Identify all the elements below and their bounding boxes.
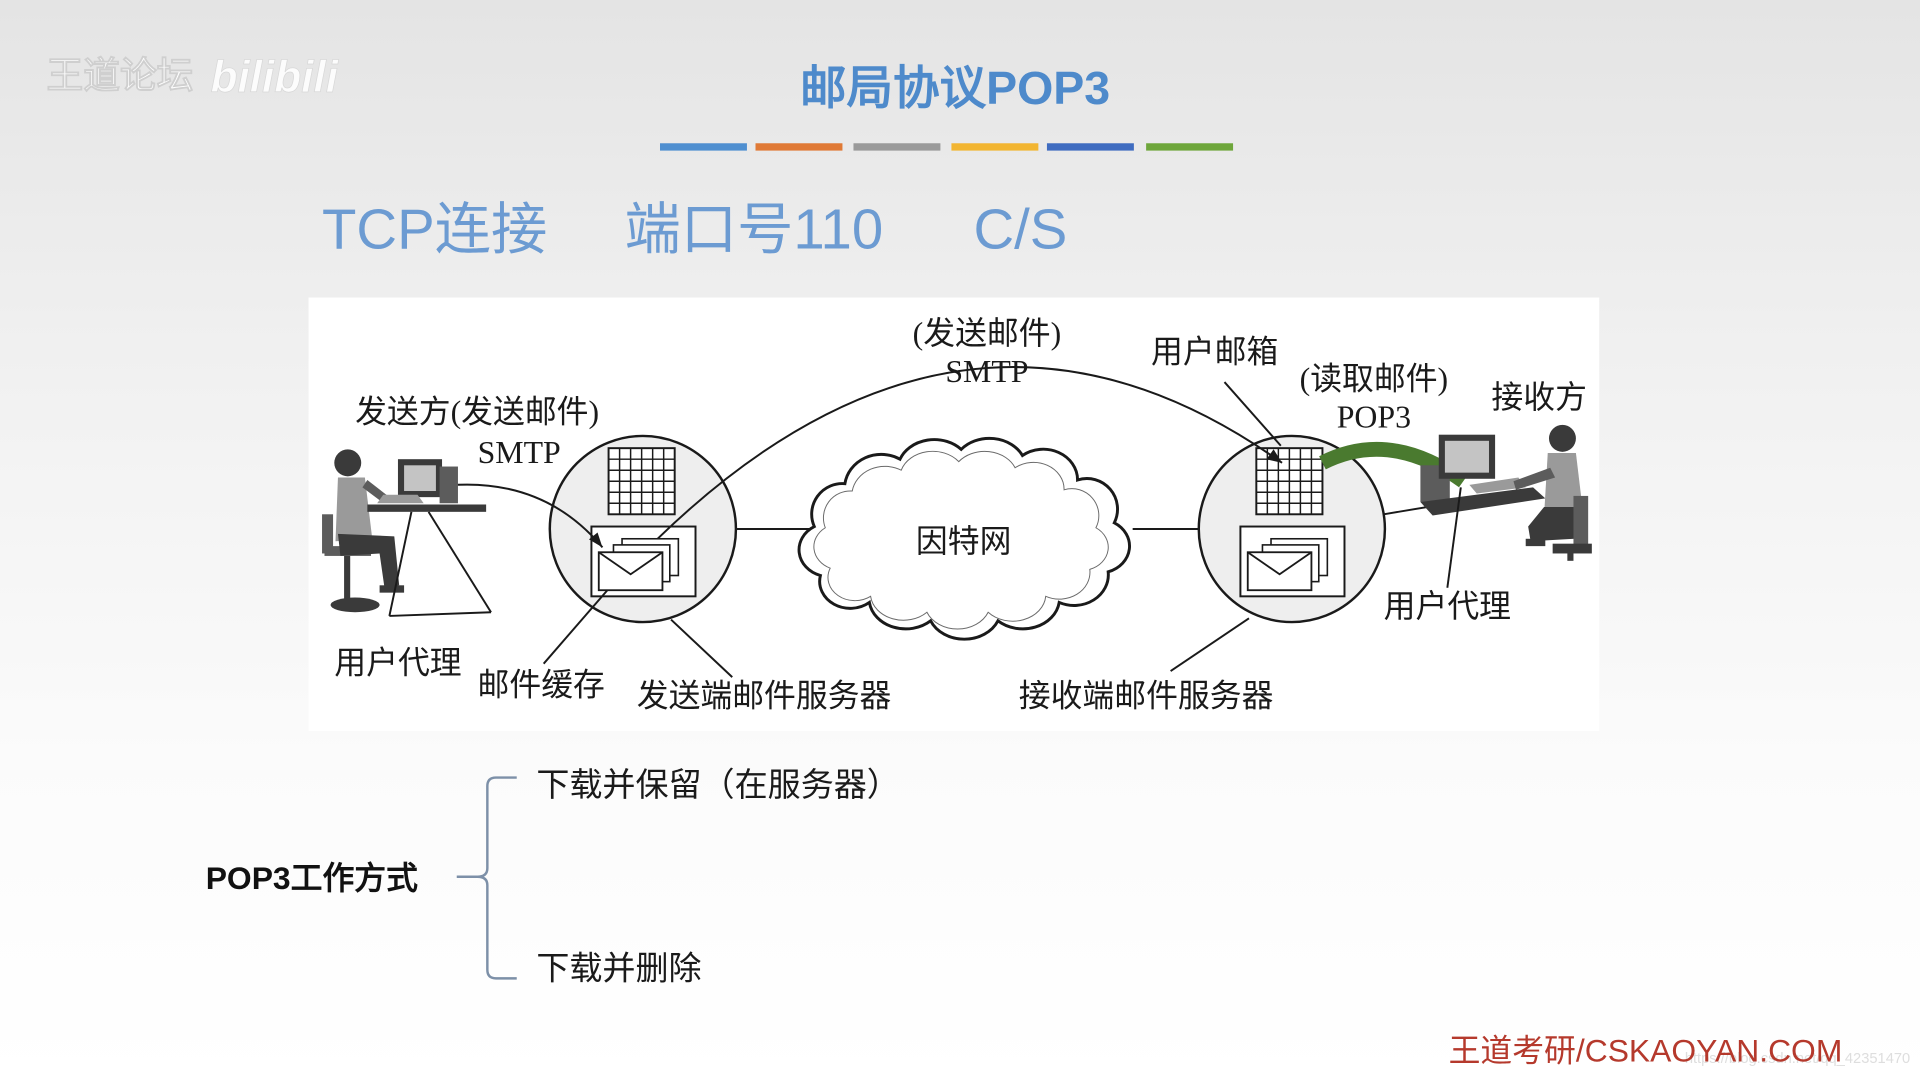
- title-bar-green: [1146, 143, 1234, 151]
- smtp-relay-arc: [656, 366, 1283, 540]
- footer-brand: 王道考研/CSKAOYAN.COM: [1449, 1033, 1843, 1069]
- receiver-label: 接收方: [1491, 380, 1587, 415]
- receiver-user-agent-label: 用户代理: [1384, 589, 1511, 624]
- internet-cloud-icon: [797, 436, 1131, 641]
- receiver-person: [1513, 424, 1584, 547]
- receiver-server-label: 接收端邮件服务器: [1019, 679, 1274, 714]
- internet-label: 因特网: [916, 524, 1012, 559]
- leader-mailbox: [1223, 381, 1282, 447]
- sender-label: 发送方(发送邮件): [355, 394, 599, 429]
- leader-sender-server: [670, 618, 733, 678]
- receiver-chair: [1552, 495, 1592, 561]
- title-bar-yellow: [951, 143, 1039, 151]
- curly-brace: [456, 776, 517, 980]
- leader-receiver-server: [1170, 617, 1250, 672]
- leader-mail-cache: [542, 589, 609, 665]
- receiver-mail-cache-icon: [1239, 525, 1346, 598]
- leader-receiver-user-agent: [1446, 487, 1462, 588]
- receiver-read-label: (读取邮件): [1300, 361, 1449, 396]
- relay-label: (发送邮件): [913, 316, 1062, 351]
- sender-person: [334, 449, 405, 593]
- sender-user-agent-label: 用户代理: [334, 645, 461, 680]
- subheading-model: C/S: [973, 198, 1067, 261]
- receiver-mail-server: [1197, 434, 1387, 624]
- bilibili-logo: bilibili: [211, 53, 339, 102]
- subheading-port: 端口号110: [624, 198, 883, 261]
- envelope-icon: [597, 551, 664, 592]
- pop3-modes-title: POP3工作方式: [206, 860, 418, 896]
- title-bar-orange: [755, 143, 843, 151]
- title-color-bars: [660, 143, 1234, 151]
- sender-computer-icon: [367, 459, 487, 512]
- sender-protocol: SMTP: [478, 435, 561, 470]
- relay-protocol: SMTP: [945, 354, 1028, 389]
- slide-title: 邮局协议POP3: [800, 62, 1110, 114]
- pop3-modes: POP3工作方式 下载并保留（在服务器） 下载并删除: [206, 767, 900, 988]
- envelope-icon: [1246, 551, 1313, 592]
- receiver-protocol: POP3: [1337, 399, 1411, 434]
- title-bar-gray: [853, 143, 941, 151]
- smtp-submit-arrowhead: [588, 532, 603, 548]
- smtp-relay-arrowhead: [1266, 449, 1283, 463]
- source-watermark: https://blog.csdn.net/qq_42351470: [1685, 1051, 1910, 1067]
- sender-user-figure: [322, 449, 492, 617]
- mailbox-label: 用户邮箱: [1151, 334, 1278, 369]
- title-bar-blue: [660, 143, 747, 151]
- site-watermark: 王道论坛: [47, 55, 194, 96]
- sender-server-label: 发送端邮件服务器: [637, 679, 892, 714]
- sender-mailbox-grid-icon: [607, 447, 676, 516]
- receiver-computer-icon: [1420, 434, 1546, 516]
- subheading: TCP连接 端口号110 C/S: [322, 198, 1067, 261]
- pop3-mode-keep: 下载并保留（在服务器）: [536, 767, 900, 804]
- email-flow-diagram: 因特网: [308, 297, 1600, 732]
- subheading-connection: TCP连接: [322, 198, 547, 261]
- sender-mail-server: [548, 434, 738, 624]
- receiver-user-figure: [1420, 424, 1592, 561]
- title-bar-darkblue: [1046, 143, 1134, 151]
- pop3-mode-delete: 下载并删除: [536, 951, 701, 988]
- receiver-mailbox-grid-icon: [1255, 447, 1324, 516]
- sender-mail-cache-icon: [590, 525, 697, 598]
- mail-cache-label: 邮件缓存: [478, 668, 605, 703]
